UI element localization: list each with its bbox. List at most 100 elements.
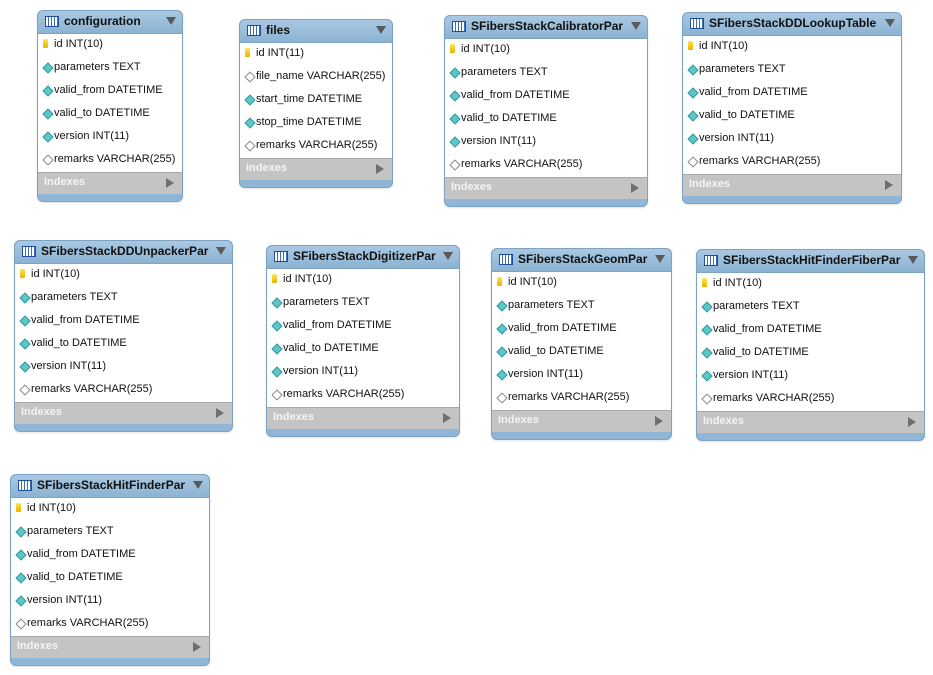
column-row[interactable]: valid_from DATETIME: [267, 315, 459, 338]
collapse-arrow-icon[interactable]: [908, 256, 918, 264]
table-header[interactable]: SFibersStackGeomPar: [492, 249, 671, 271]
column-row[interactable]: valid_to DATETIME: [11, 567, 209, 590]
column-row[interactable]: id INT(10): [267, 269, 459, 292]
collapse-arrow-icon[interactable]: [631, 22, 641, 30]
column-row[interactable]: valid_from DATETIME: [683, 82, 901, 105]
expand-arrow-icon[interactable]: [443, 413, 451, 423]
column-row[interactable]: remarks VARCHAR(255): [683, 151, 901, 174]
column-row[interactable]: stop_time DATETIME: [240, 112, 392, 135]
column-row[interactable]: valid_to DATETIME: [492, 341, 671, 364]
column-row[interactable]: parameters TEXT: [15, 287, 232, 310]
indexes-section[interactable]: Indexes: [683, 174, 901, 196]
table-header[interactable]: SFibersStackDigitizerPar: [267, 246, 459, 268]
collapse-arrow-icon[interactable]: [885, 19, 895, 27]
column-row[interactable]: valid_to DATETIME: [38, 103, 182, 126]
indexes-section[interactable]: Indexes: [240, 158, 392, 180]
column-row[interactable]: id INT(10): [445, 39, 647, 62]
expand-arrow-icon[interactable]: [193, 642, 201, 652]
expand-arrow-icon[interactable]: [216, 408, 224, 418]
column-row[interactable]: remarks VARCHAR(255): [11, 613, 209, 636]
column-row[interactable]: id INT(10): [683, 36, 901, 59]
column-row[interactable]: parameters TEXT: [267, 292, 459, 315]
indexes-section[interactable]: Indexes: [38, 172, 182, 194]
column-row[interactable]: valid_from DATETIME: [697, 319, 924, 342]
column-row[interactable]: parameters TEXT: [445, 62, 647, 85]
column-row[interactable]: id INT(10): [11, 498, 209, 521]
column-row[interactable]: valid_to DATETIME: [445, 108, 647, 131]
column-row[interactable]: valid_to DATETIME: [15, 333, 232, 356]
column-row[interactable]: version INT(11): [492, 364, 671, 387]
column-row[interactable]: id INT(10): [492, 272, 671, 295]
expand-arrow-icon[interactable]: [908, 417, 916, 427]
table-header[interactable]: SFibersStackHitFinderPar: [11, 475, 209, 497]
table-header[interactable]: SFibersStackCalibratorPar: [445, 16, 647, 38]
column-row[interactable]: remarks VARCHAR(255): [38, 149, 182, 172]
column-label: valid_from DATETIME: [31, 314, 140, 326]
column-row[interactable]: id INT(10): [38, 34, 182, 57]
table-header[interactable]: files: [240, 20, 392, 42]
column-row[interactable]: file_name VARCHAR(255): [240, 66, 392, 89]
indexes-section[interactable]: Indexes: [445, 177, 647, 199]
column-row[interactable]: id INT(10): [15, 264, 232, 287]
column-row[interactable]: valid_to DATETIME: [683, 105, 901, 128]
column-row[interactable]: version INT(11): [15, 356, 232, 379]
column-row[interactable]: parameters TEXT: [38, 57, 182, 80]
collapse-arrow-icon[interactable]: [193, 481, 203, 489]
indexes-section[interactable]: Indexes: [267, 407, 459, 429]
expand-arrow-icon[interactable]: [166, 178, 174, 188]
column-row[interactable]: version INT(11): [697, 365, 924, 388]
table-header[interactable]: SFibersStackDDUnpackerPar: [15, 241, 232, 263]
column-row[interactable]: parameters TEXT: [683, 59, 901, 82]
column-row[interactable]: remarks VARCHAR(255): [445, 154, 647, 177]
column-row[interactable]: version INT(11): [683, 128, 901, 151]
column-row[interactable]: valid_to DATETIME: [267, 338, 459, 361]
column-row[interactable]: valid_from DATETIME: [11, 544, 209, 567]
indexes-section[interactable]: Indexes: [492, 410, 671, 432]
expand-arrow-icon[interactable]: [631, 183, 639, 193]
column-row[interactable]: valid_from DATETIME: [445, 85, 647, 108]
column-row[interactable]: id INT(10): [697, 273, 924, 296]
table-header[interactable]: configuration: [38, 11, 182, 33]
expand-arrow-icon[interactable]: [376, 164, 384, 174]
table-header[interactable]: SFibersStackDDLookupTable: [683, 13, 901, 35]
column-row[interactable]: remarks VARCHAR(255): [492, 387, 671, 410]
column-row[interactable]: remarks VARCHAR(255): [240, 135, 392, 158]
column-row[interactable]: parameters TEXT: [697, 296, 924, 319]
column-row[interactable]: remarks VARCHAR(255): [267, 384, 459, 407]
column-row[interactable]: start_time DATETIME: [240, 89, 392, 112]
column-row[interactable]: id INT(11): [240, 43, 392, 66]
column-row[interactable]: remarks VARCHAR(255): [15, 379, 232, 402]
column-row[interactable]: parameters TEXT: [11, 521, 209, 544]
column-row[interactable]: valid_from DATETIME: [15, 310, 232, 333]
indexes-section[interactable]: Indexes: [697, 411, 924, 433]
column-row[interactable]: version INT(11): [38, 126, 182, 149]
table-header[interactable]: SFibersStackHitFinderFiberPar: [697, 250, 924, 272]
collapse-arrow-icon[interactable]: [376, 26, 386, 34]
indexes-section[interactable]: Indexes: [11, 636, 209, 658]
column-row[interactable]: parameters TEXT: [492, 295, 671, 318]
expand-arrow-icon[interactable]: [655, 416, 663, 426]
column-row[interactable]: version INT(11): [445, 131, 647, 154]
column-row[interactable]: valid_from DATETIME: [492, 318, 671, 341]
column-row[interactable]: version INT(11): [11, 590, 209, 613]
collapse-arrow-icon[interactable]: [443, 252, 453, 260]
expand-arrow-icon[interactable]: [885, 180, 893, 190]
column-row[interactable]: version INT(11): [267, 361, 459, 384]
column-row[interactable]: remarks VARCHAR(255): [697, 388, 924, 411]
column-row[interactable]: valid_to DATETIME: [697, 342, 924, 365]
collapse-arrow-icon[interactable]: [655, 255, 665, 263]
diamond-filled-icon: [42, 131, 54, 143]
collapse-arrow-icon[interactable]: [166, 17, 176, 25]
column-row[interactable]: valid_from DATETIME: [38, 80, 182, 103]
indexes-section[interactable]: Indexes: [15, 402, 232, 424]
collapse-arrow-icon[interactable]: [216, 247, 226, 255]
